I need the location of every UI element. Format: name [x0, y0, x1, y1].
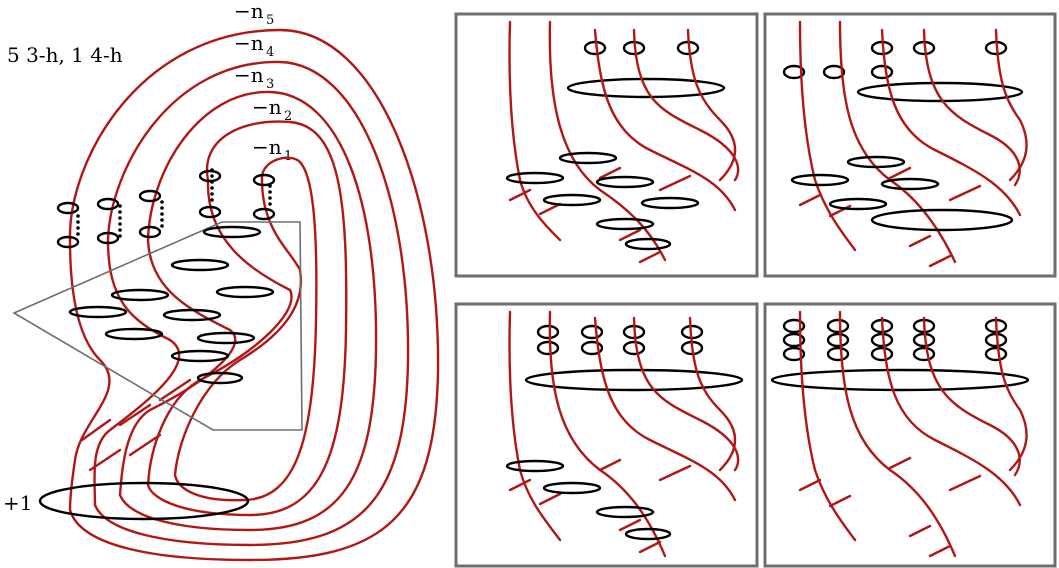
- panel-bottom-left: [454, 302, 759, 568]
- meridian-circles-group: [56, 168, 276, 249]
- panel-bottom-right-knot: [770, 310, 1030, 558]
- strand-loop-3: [118, 90, 378, 532]
- svg-text:2: 2: [284, 109, 292, 124]
- meridian-pair-1: [56, 201, 80, 249]
- framing-label-n2: −n 2: [252, 95, 292, 124]
- meridian-pair-5: [252, 173, 276, 221]
- strand-loop-2: [146, 120, 348, 517]
- meridian-pair-2: [96, 197, 122, 245]
- panel-top-right-knot: [782, 20, 1028, 268]
- framing-label-n1: −n 1: [252, 135, 292, 164]
- main-diagram: 5 3-h, 1 4-h −n 5 −n 4 −n 3 −n 2 −n 1 +1: [3, 0, 440, 562]
- panel-bottom-right: [763, 302, 1057, 568]
- svg-text:4: 4: [266, 45, 274, 60]
- braid-strand-d: [146, 178, 293, 487]
- meridian-pair-4: [198, 168, 222, 219]
- svg-text:−n: −n: [252, 135, 282, 159]
- twist-circles-array: [68, 225, 275, 385]
- svg-text:−n: −n: [234, 0, 264, 23]
- framing-label-n4: −n 4: [234, 31, 274, 60]
- plus-one-label: +1: [3, 491, 32, 515]
- framing-label-n5: −n 5: [234, 0, 274, 28]
- diagram-title: 5 3-h, 1 4-h: [7, 43, 123, 67]
- crossing-gap-3: [158, 378, 192, 402]
- panel-top-left: [454, 12, 759, 278]
- strand-loop-4: [93, 60, 410, 547]
- crossing-gap-4: [88, 448, 122, 472]
- highlight-region: [12, 221, 303, 431]
- panel-top-right: [763, 12, 1057, 278]
- svg-text:3: 3: [266, 77, 274, 92]
- panel-bottom-left-knot: [505, 310, 744, 558]
- svg-text:−n: −n: [252, 95, 282, 119]
- braid-strand-b: [93, 238, 181, 507]
- braid-strand-e: [173, 178, 303, 477]
- crossing-gap-1: [80, 418, 112, 442]
- strand-loop-1: [173, 156, 318, 502]
- crossing-gap-5: [128, 433, 162, 457]
- plus-one-circle: [38, 481, 250, 521]
- meridian-pair-3: [138, 189, 164, 239]
- svg-text:5: 5: [266, 13, 274, 28]
- svg-text:1: 1: [284, 149, 292, 164]
- strand-loop-5: [68, 28, 440, 562]
- crossing-gap-2: [118, 403, 152, 427]
- panel-top-left-knot: [505, 20, 740, 264]
